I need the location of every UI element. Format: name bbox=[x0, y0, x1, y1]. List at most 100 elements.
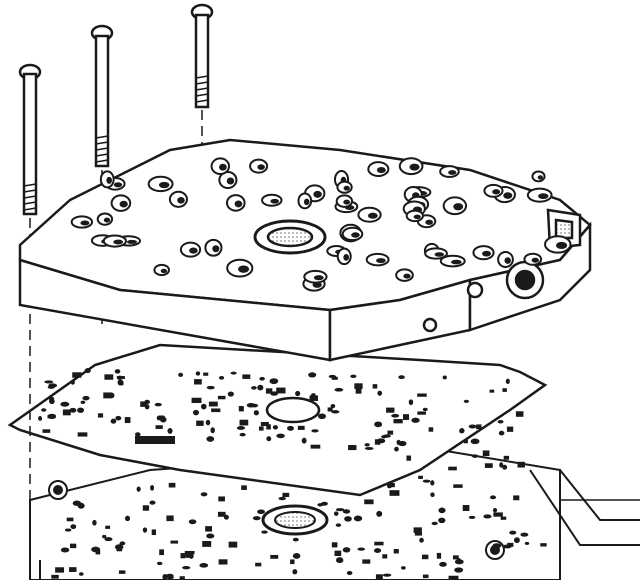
passage-hole bbox=[238, 406, 244, 412]
passage-hole bbox=[292, 553, 301, 559]
passage-hole bbox=[506, 426, 514, 432]
bolt-middle bbox=[90, 24, 114, 168]
passage-hole bbox=[136, 486, 141, 492]
passage-hole bbox=[398, 440, 407, 447]
passage-hole bbox=[261, 530, 268, 534]
passage-hole bbox=[489, 495, 497, 500]
valve-spool bbox=[96, 212, 114, 226]
passage-hole bbox=[408, 399, 414, 406]
passage-hole bbox=[335, 523, 342, 527]
valve-spool bbox=[336, 247, 352, 266]
passage-hole bbox=[134, 432, 141, 437]
passage-hole bbox=[386, 407, 395, 413]
passage-hole bbox=[276, 387, 286, 394]
passage-hole bbox=[196, 420, 204, 426]
passage-hole bbox=[251, 386, 257, 390]
valve-spool bbox=[335, 194, 354, 208]
passage-hole bbox=[515, 411, 524, 417]
passage-hole bbox=[162, 574, 168, 580]
passage-hole bbox=[422, 479, 431, 483]
passage-hole bbox=[188, 553, 194, 559]
passage-hole bbox=[463, 439, 468, 444]
passage-hole bbox=[192, 409, 200, 416]
passage-hole bbox=[311, 429, 319, 433]
passage-hole bbox=[448, 466, 457, 471]
passage-hole bbox=[69, 407, 77, 413]
passage-hole bbox=[348, 445, 357, 451]
passage-hole bbox=[241, 485, 247, 490]
passage-hole bbox=[524, 541, 530, 545]
passage-hole bbox=[459, 428, 465, 434]
passage-hole bbox=[70, 524, 77, 530]
passage-hole bbox=[178, 372, 184, 377]
passage-hole bbox=[49, 398, 55, 405]
passage-hole bbox=[311, 393, 316, 397]
passage-hole bbox=[331, 376, 338, 380]
passage-hole bbox=[292, 569, 298, 575]
passage-hole bbox=[260, 421, 269, 427]
passage-hole bbox=[310, 444, 321, 449]
passage-hole bbox=[168, 482, 176, 488]
passage-hole bbox=[210, 427, 215, 434]
passage-hole bbox=[333, 511, 339, 516]
passage-hole bbox=[470, 438, 480, 445]
passage-hole bbox=[110, 418, 117, 424]
passage-hole bbox=[184, 550, 195, 555]
passage-hole bbox=[97, 413, 104, 418]
passage-hole bbox=[438, 507, 446, 514]
passage-hole bbox=[179, 576, 185, 580]
passage-hole bbox=[242, 374, 251, 379]
passage-hole bbox=[72, 500, 82, 506]
passage-hole bbox=[167, 428, 173, 434]
passage-hole bbox=[218, 496, 225, 502]
passage-hole bbox=[430, 480, 435, 486]
passage-hole bbox=[265, 388, 273, 394]
passage-hole bbox=[483, 514, 492, 519]
passage-hole bbox=[165, 573, 174, 578]
passage-hole bbox=[476, 424, 482, 430]
valve-spool bbox=[179, 241, 202, 258]
passage-hole bbox=[270, 391, 279, 396]
passage-hole bbox=[317, 503, 324, 507]
passage-hole bbox=[513, 495, 520, 501]
passage-hole bbox=[362, 559, 371, 564]
passage-hole bbox=[203, 372, 209, 376]
valve-spool bbox=[226, 258, 254, 278]
passage-hole bbox=[342, 509, 351, 514]
passage-hole bbox=[499, 462, 504, 468]
passage-hole bbox=[463, 399, 469, 403]
passage-hole bbox=[327, 407, 333, 412]
passage-hole bbox=[364, 443, 370, 447]
passage-hole bbox=[335, 557, 344, 564]
valve-spool bbox=[204, 238, 223, 257]
passage-hole bbox=[309, 395, 318, 401]
passage-hole bbox=[84, 368, 91, 374]
valve-spool bbox=[483, 183, 504, 198]
valve-spool bbox=[153, 263, 170, 277]
passage-hole bbox=[69, 567, 77, 572]
passage-hole bbox=[292, 537, 299, 542]
passage-hole bbox=[507, 542, 514, 547]
passage-hole bbox=[92, 519, 97, 526]
passage-hole bbox=[334, 550, 342, 556]
passage-hole bbox=[150, 484, 155, 491]
passage-hole bbox=[413, 527, 422, 533]
passage-hole bbox=[372, 384, 378, 389]
passage-hole bbox=[223, 514, 229, 520]
passage-hole bbox=[297, 425, 305, 430]
passage-hole bbox=[428, 427, 434, 432]
passage-hole bbox=[493, 512, 503, 517]
passage-hole bbox=[503, 455, 510, 460]
passage-hole bbox=[42, 429, 51, 433]
passage-hole bbox=[492, 543, 502, 549]
passage-hole bbox=[272, 425, 279, 430]
passage-hole bbox=[500, 516, 507, 520]
valve-spool bbox=[544, 235, 572, 254]
passage-hole bbox=[382, 573, 392, 577]
passage-hole bbox=[149, 500, 156, 505]
passage-hole bbox=[308, 372, 317, 378]
passage-hole bbox=[142, 505, 150, 511]
passage-hole bbox=[287, 425, 294, 431]
passage-hole bbox=[227, 391, 234, 397]
passage-hole bbox=[77, 407, 85, 413]
